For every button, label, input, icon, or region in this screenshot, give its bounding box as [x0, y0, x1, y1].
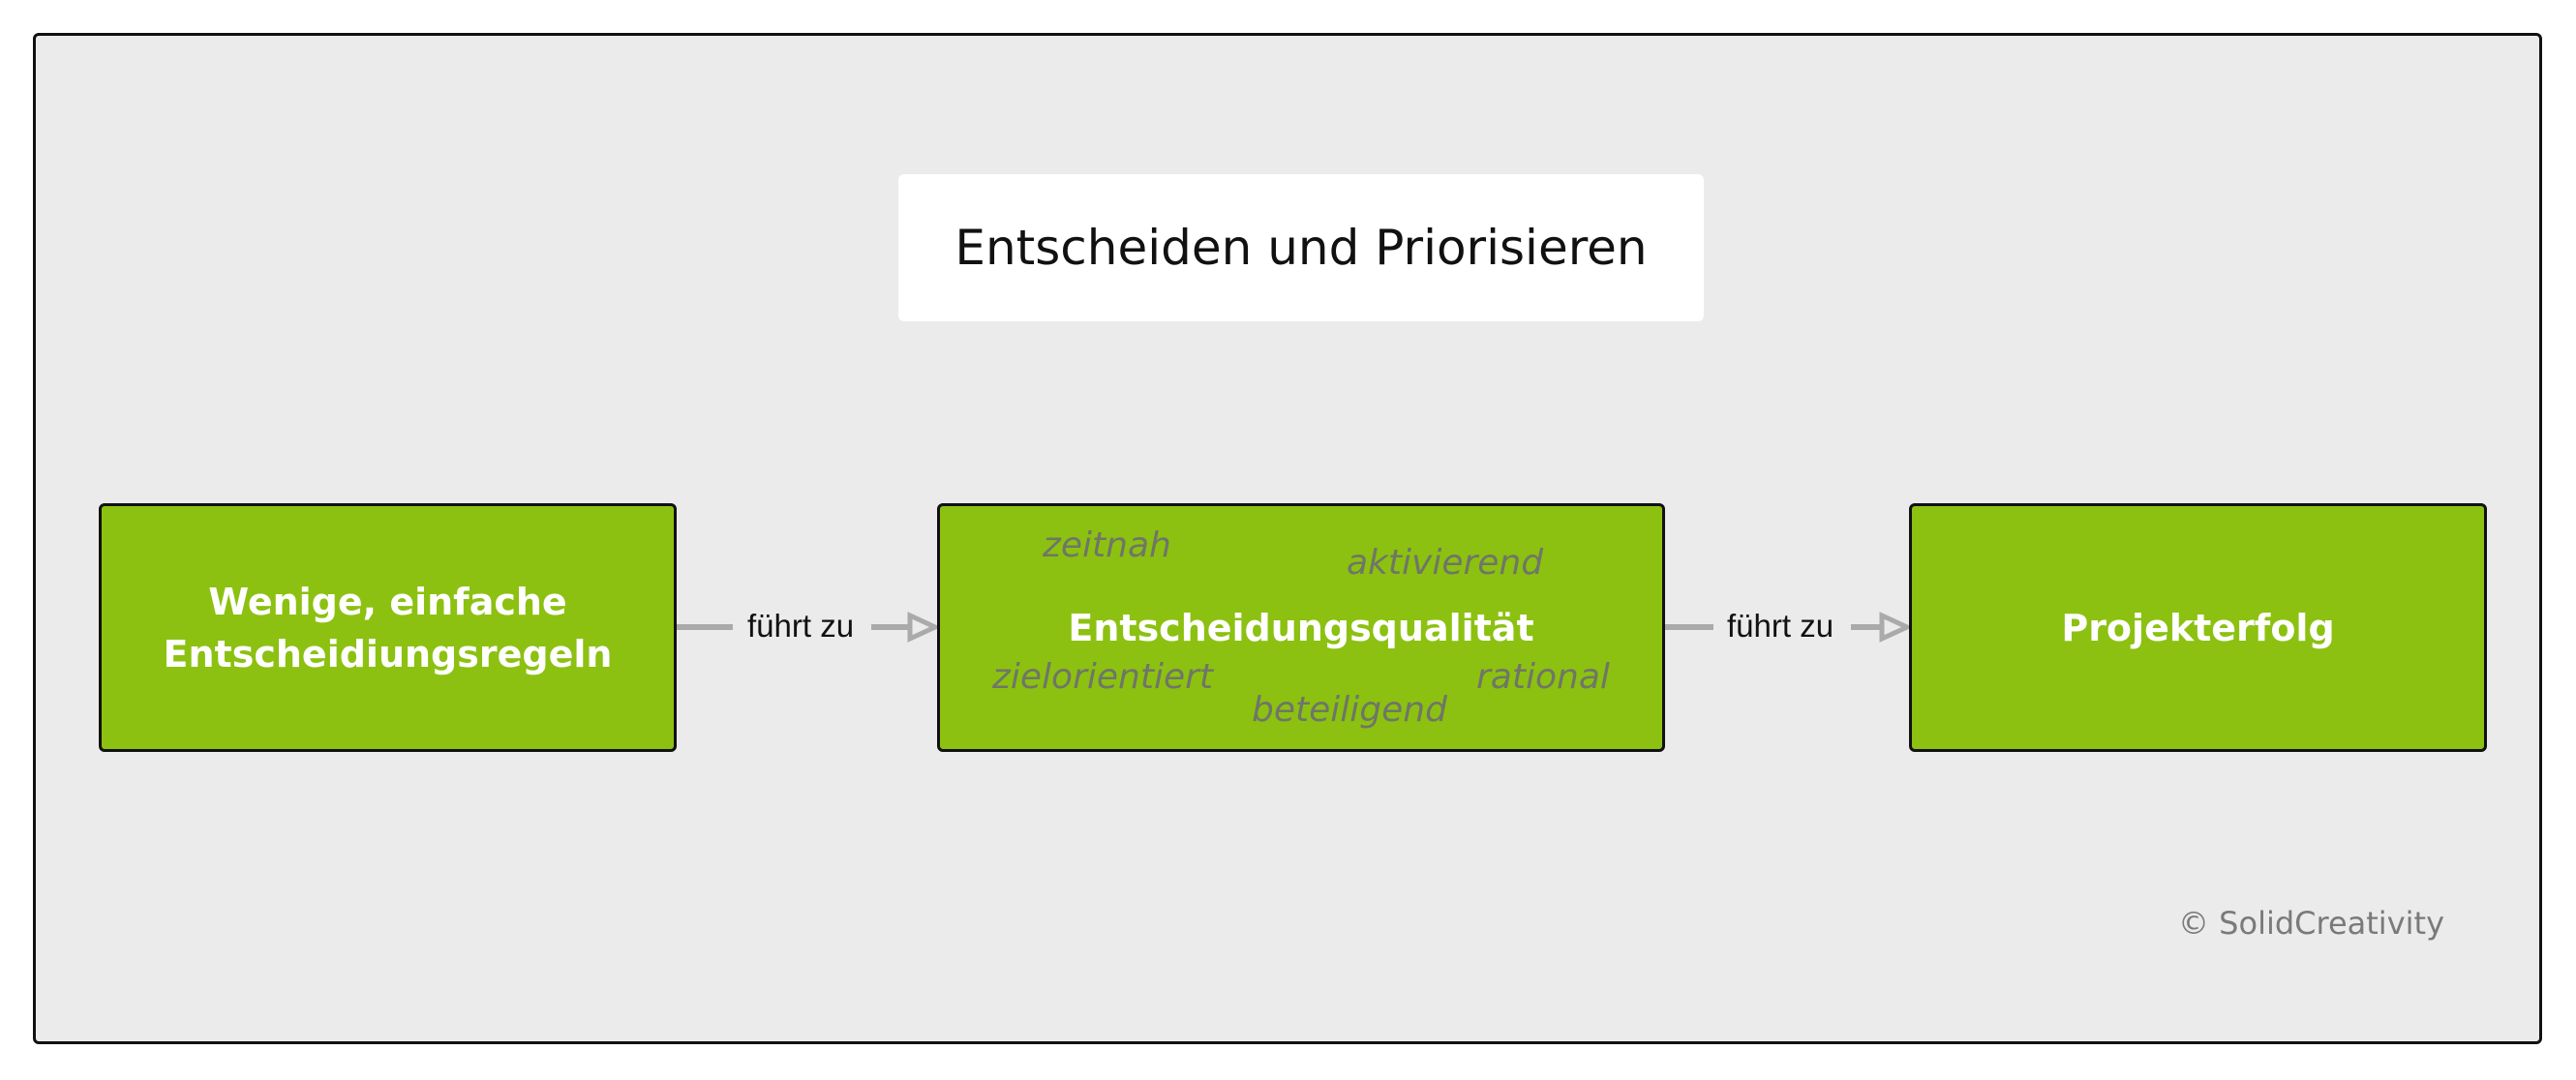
edge-label-1: führt zu [747, 608, 855, 644]
node-left-line2: Entscheidiungsregeln [163, 632, 613, 675]
diagram-title: Entscheiden und Priorisieren [955, 220, 1648, 276]
node-center-label: Entscheidungsqualität [1068, 606, 1534, 649]
copyright-notice: © SolidCreativity [2178, 905, 2444, 942]
attribute-zielorientiert: zielorientiert [992, 657, 1214, 697]
attribute-beteiligend: beteiligend [1252, 690, 1447, 730]
attribute-zeitnah: zeitnah [1043, 525, 1171, 565]
node-projekterfolg: Projekterfolg [1909, 503, 2487, 752]
attribute-aktivierend: aktivierend [1347, 543, 1544, 583]
node-right-label: Projekterfolg [2061, 606, 2335, 649]
edge-label-2: führt zu [1727, 608, 1834, 644]
node-entscheidungsqualitaet: Entscheidungsqualität zeitnah aktivieren… [937, 503, 1665, 752]
node-entscheidungsregeln: Wenige, einfache Entscheidiungsregeln [99, 503, 677, 752]
title-box: Entscheiden und Priorisieren [898, 174, 1704, 321]
attribute-rational: rational [1476, 657, 1610, 697]
node-left-line1: Wenige, einfache [208, 580, 567, 623]
